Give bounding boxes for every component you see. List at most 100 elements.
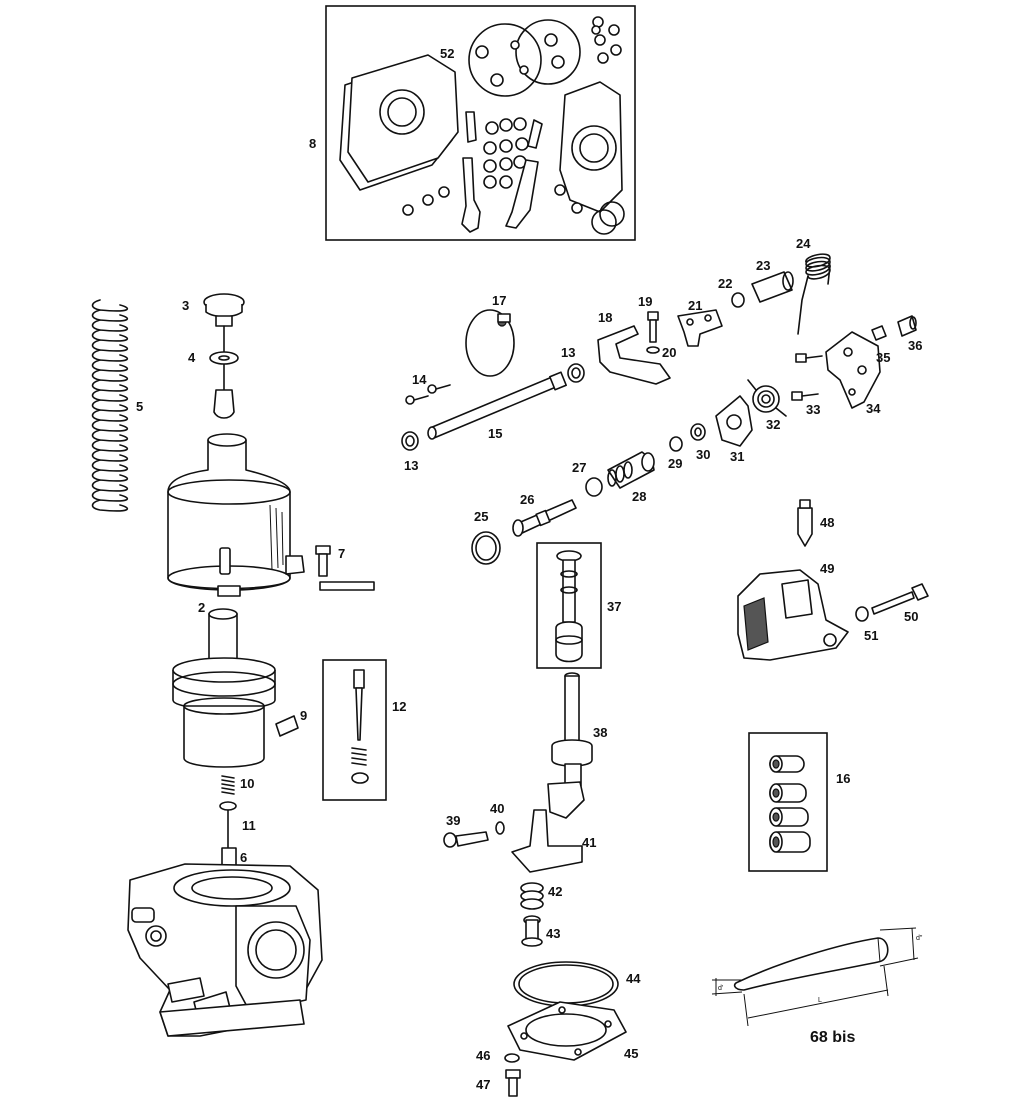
callout-50: 50 [904,609,918,624]
spindle-seal-left [401,431,419,451]
piston-weights-frame [748,732,828,872]
needle-valve-left [465,111,477,143]
banjo-washer [855,606,869,622]
ring-gasket-a [468,23,542,97]
callout-10: 10 [240,776,254,791]
callout-21: 21 [688,298,702,313]
callout-19: 19 [638,294,652,309]
callout-18: 18 [598,310,612,325]
needle-kit [322,659,387,801]
spindle-seal-right [567,363,585,383]
adjusting-screw [443,831,489,848]
chamber-screw [315,545,375,591]
spindle-washer [731,292,745,308]
callout-45: 45 [624,1046,638,1061]
cam-spring [747,379,787,417]
callout-34: 34 [866,401,881,416]
cam-bush [897,315,917,337]
lid-bolt [505,1069,521,1097]
callout-14: 14 [412,372,427,387]
callout-38: 38 [593,725,607,740]
gasket-kit-frame [325,5,636,241]
callout-17: 17 [492,293,506,308]
jet-gland-ring [471,531,501,565]
float-chamber-lid [737,569,849,661]
callout-16: 16 [836,771,850,786]
dim-length: L [818,997,822,1004]
jet-bracket [511,809,583,873]
callout-4: 4 [188,350,196,365]
damper-plunger [213,389,235,419]
needle-spring [221,775,235,795]
callout-22: 22 [718,276,732,291]
callout-25: 25 [474,509,488,524]
needle-valve-right [527,119,543,149]
gasket-kit: 52 8 [309,5,636,241]
callout-39: 39 [446,813,460,828]
float-bowl-lid [507,1001,627,1061]
lifting-pin [319,581,375,591]
ring-gasket-b [515,19,581,85]
o-ring-cluster [483,117,529,189]
jet-assembly-frame [536,542,602,669]
throttle-lever [597,325,671,385]
callout-5: 5 [136,399,143,414]
callout-68-bis: 68 bis [810,1029,855,1046]
jet-o-ring [585,477,603,497]
callout-32: 32 [766,417,780,432]
float-bowl-gasket [513,961,619,1007]
callout-13b: 13 [404,458,418,473]
banjo-bolt [871,583,929,615]
piston-weights [748,732,828,872]
callout-28: 28 [632,489,646,504]
jet-left [461,157,481,233]
suction-chamber [167,433,305,597]
piston [172,608,276,768]
carburettor-body [127,863,323,1037]
cam-plate [825,331,881,409]
damper-cap [203,293,245,393]
weight-2 [769,783,807,803]
callout-24: 24 [796,236,811,251]
jet-needle [219,801,237,871]
throttle-return-spring [797,253,831,335]
callout-42: 42 [548,884,562,899]
callout-13a: 13 [561,345,575,360]
weight-4 [769,831,811,853]
jet-tube [547,672,593,819]
callout-3: 3 [182,298,189,313]
disc-screws [405,384,451,405]
needle-dimension-drawing: d" d' L [711,927,923,1027]
needle-kit-frame [322,659,387,801]
weight-1 [769,755,805,773]
jet-spring [520,882,544,910]
callout-27: 27 [572,460,586,475]
flange-bore-left [379,89,425,135]
callout-26: 26 [520,492,534,507]
callout-48: 48 [820,515,834,530]
callout-41: 41 [582,835,596,850]
callout-36: 36 [908,338,922,353]
lever-bracket [677,309,723,347]
callout-2: 2 [198,600,205,615]
jet-assembly-kit [536,542,602,669]
callout-44: 44 [626,971,641,986]
throttle-spindle [427,371,567,440]
float-bowl-bolt [521,915,543,947]
lid-washer [504,1053,520,1063]
spindle-bush [751,271,793,303]
callout-23: 23 [756,258,770,273]
cam-washer-29 [669,436,683,452]
callout-31: 31 [730,449,744,464]
dim-d-tip: d' [718,985,723,992]
lever-screw [646,311,660,354]
callout-47: 47 [476,1077,490,1092]
callout-52: 52 [440,46,454,61]
callout-6: 6 [240,850,247,865]
callout-12: 12 [392,699,406,714]
piston-spring [91,299,129,512]
callout-46: 46 [476,1048,490,1063]
jet-housing [607,451,655,489]
callout-8: 8 [309,136,316,151]
callout-40: 40 [490,801,504,816]
